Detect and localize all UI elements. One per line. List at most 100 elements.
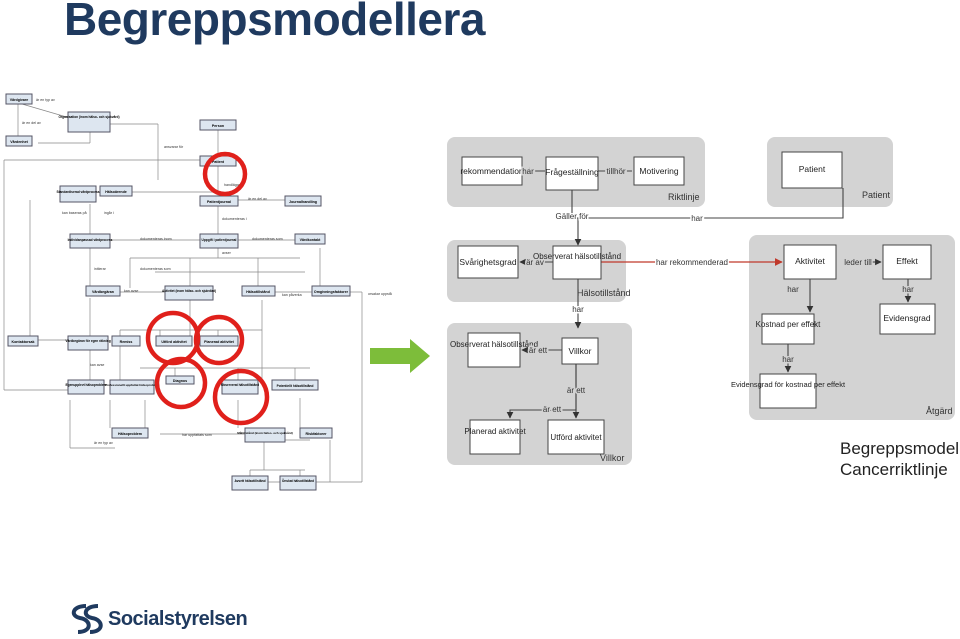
edge-label: är ett (567, 386, 586, 395)
box-diagnos: Diagnos (165, 375, 195, 385)
box-utford-l: Utförd aktivitet (155, 335, 193, 347)
box-halsoproblem: Hälsoproblem (111, 427, 149, 439)
edge-label: är av (526, 258, 544, 267)
node-aktivitet: Aktivitet (783, 244, 837, 280)
svg-text:Planerad aktivitet: Planerad aktivitet (204, 340, 235, 344)
svg-text:Svårighetsgrad: Svårighetsgrad (459, 257, 516, 267)
rel-label: dokumenteras som (140, 267, 171, 271)
node-kostnad: Kostnad per effekt (756, 313, 821, 345)
rel-label: initierar (94, 267, 107, 271)
rel-label: kan avse (90, 363, 104, 367)
box-observerat-l: Observerat hälsotillstånd (221, 379, 259, 395)
svg-text:Individanpassad vårdprocess: Individanpassad vårdprocess (68, 238, 113, 242)
box-vardkontakt: Vårdkontakt (294, 233, 326, 245)
svg-text:Frågeställning: Frågeställning (545, 167, 599, 177)
highlight-circles (145, 151, 270, 426)
caption-line1: Begreppsmodell (840, 439, 960, 458)
svg-text:Standardiserad vårdprocess: Standardiserad vårdprocess (56, 190, 99, 194)
edge-label: tillhör (606, 167, 625, 176)
rel-label: är en typ av (36, 98, 55, 102)
svg-text:Åtgärd: Åtgärd (926, 406, 953, 416)
svg-text:rekommendation: rekommendation (460, 166, 524, 176)
svg-text:Utförd aktivitet: Utförd aktivitet (550, 433, 602, 442)
node-svarighetsgrad: Svårighetsgrad (457, 245, 519, 279)
svg-text:Måltillstånd (inom hälso- och: Måltillstånd (inom hälso- och sjukvård) (237, 431, 293, 435)
box-remiss: Remiss (111, 335, 141, 347)
svg-text:Riktlinje: Riktlinje (668, 192, 700, 202)
highlight-observerat (212, 368, 270, 426)
svg-text:Journalhandling: Journalhandling (289, 200, 317, 204)
node-rekommendation: rekommendation (460, 156, 524, 186)
page-title: Begreppsmodellera (64, 0, 485, 45)
svg-text:Motivering: Motivering (639, 166, 678, 176)
arrow-icon (370, 339, 430, 373)
svg-text:Evidensgrad för kostnad per ef: Evidensgrad för kostnad per effekt (731, 380, 846, 389)
box-riskfaktorer: Riskfaktorer (299, 427, 333, 439)
box-omgivning: Omgivningsfaktorer (311, 285, 351, 297)
svg-text:Diagnos: Diagnos (173, 379, 187, 383)
rel-label: dokumenteras inom (140, 237, 172, 241)
left-model: Vårdgivare Organisation (inom hälso- och… (3, 93, 392, 491)
box-journalhandling: Journalhandling (284, 195, 322, 207)
rel-label: ingår i (104, 211, 114, 215)
svg-text:Observerat hälsotillstånd: Observerat hälsotillstånd (221, 383, 259, 387)
svg-text:Aktivitet: Aktivitet (795, 256, 825, 266)
rel-label: är en del av (22, 121, 41, 125)
left-boxes: Vårdgivare Organisation (inom hälso- och… (5, 93, 351, 491)
box-onskat: Önskat hälsotillstånd (279, 475, 317, 491)
caption: Begreppsmodell Cancerriktlinje (840, 438, 960, 480)
edge-label: Gäller för (556, 212, 589, 221)
edge-label: har (522, 167, 534, 176)
node-effekt: Effekt (882, 244, 932, 280)
svg-text:Aktivitet (inom hälso- och sju: Aktivitet (inom hälso- och sjukvård) (162, 289, 216, 293)
edge-label: har (572, 305, 584, 314)
left-relation-labels: är en typ av är en del av ansvarar för ä… (22, 98, 392, 445)
box-egenupplevt: Egenupplevt hälsoproblem (66, 379, 107, 395)
node-planerad: Planerad aktivitet (464, 419, 526, 455)
box-halsoarende: Hälsoärende (99, 185, 133, 197)
svg-text:Vårdbegäran: Vårdbegäran (92, 290, 114, 294)
edge-label: har (902, 285, 914, 294)
highlight-patient (202, 151, 248, 197)
svg-text:Observerat hälsotillstånd: Observerat hälsotillstånd (450, 340, 538, 349)
box-vardgivare: Vårdgivare (5, 93, 33, 105)
node-observerat-v: Observerat hälsotillstånd (450, 332, 538, 368)
node-motivering: Motivering (633, 156, 685, 186)
edge-label: har (782, 355, 794, 364)
svg-text:Uppgift i patientjournal: Uppgift i patientjournal (202, 238, 237, 242)
rel-label: dokumenteras som (252, 237, 283, 241)
rel-label: avser (222, 251, 232, 255)
svg-text:Remiss: Remiss (120, 340, 133, 344)
rel-label: har uppfattats som (182, 433, 212, 437)
node-fragestallning: Frågeställning (545, 156, 599, 191)
node-evidensgrad-kostnad: Evidensgrad för kostnad per effekt (731, 373, 846, 409)
edge-label: har (787, 285, 799, 294)
box-kontaktorsak: Kontaktorsak (7, 335, 39, 347)
edge-label: är ett (543, 405, 562, 414)
right-edges (506, 167, 912, 419)
node-observerat-h: Observerat hälsotillstånd (533, 245, 621, 280)
svg-text:Hälsotillstånd: Hälsotillstånd (246, 290, 270, 294)
svg-text:Vårdenhet: Vårdenhet (10, 140, 28, 144)
highlight-diagnos (154, 356, 208, 410)
edge-label: har (691, 214, 703, 223)
svg-text:Organisation (inom hälso- och: Organisation (inom hälso- och sjukvård) (58, 115, 119, 119)
box-vardenhet: Vårdenhet (5, 135, 33, 147)
edge-label: har rekommenderad (656, 258, 728, 267)
node-evidensgrad: Evidensgrad (879, 303, 936, 335)
box-malstillstand: Måltillstånd (inom hälso- och sjukvård) (237, 427, 293, 443)
svg-text:Person: Person (212, 124, 224, 128)
svg-text:Vårdkontakt: Vårdkontakt (300, 238, 322, 242)
rel-label: kan påverka (282, 293, 302, 297)
svg-text:Patient: Patient (862, 190, 891, 200)
svg-text:Önskat hälsotillstånd: Önskat hälsotillstånd (282, 478, 314, 483)
right-nodes: rekommendation Frågeställning Motivering… (450, 151, 936, 455)
edge-label: är ett (529, 346, 548, 355)
svg-text:Hälsoproblem: Hälsoproblem (118, 432, 142, 436)
svg-text:Effekt: Effekt (896, 256, 918, 266)
svg-text:Professionellt uppfattat hälso: Professionellt uppfattat hälsoproblem (105, 383, 159, 387)
rel-label: dokumenteras i (222, 217, 247, 221)
box-professionellt: Professionellt uppfattat hälsoproblem (105, 379, 159, 395)
node-villkor: Villkor (561, 337, 599, 365)
svg-text:Egenupplevt hälsoproblem: Egenupplevt hälsoproblem (66, 383, 107, 387)
